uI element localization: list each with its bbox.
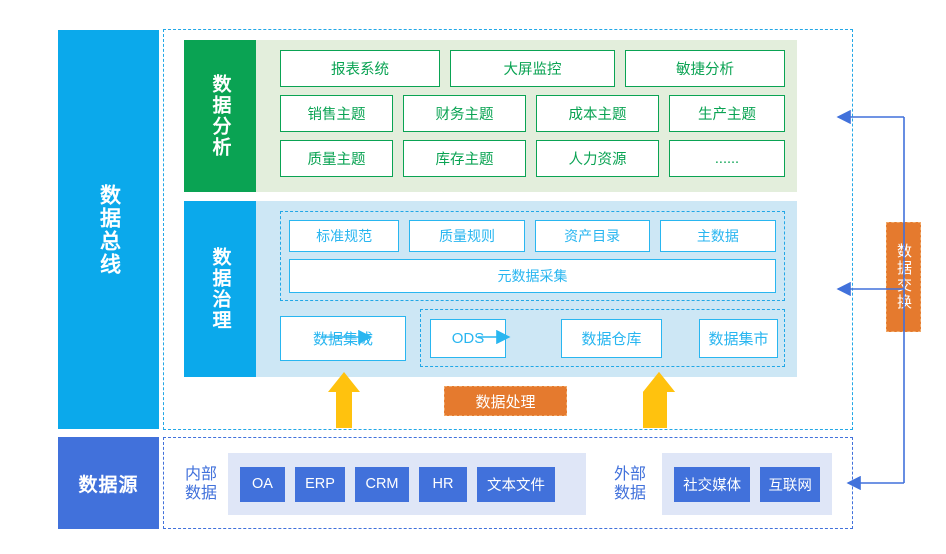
data-bus-label: 数据总线	[97, 183, 121, 276]
data-analysis-label-text: 数据分析	[209, 74, 231, 158]
governance-item-master-data[interactable]: 主数据	[659, 220, 776, 252]
analysis-item-report-system[interactable]: 报表系统	[280, 50, 440, 87]
analysis-grid: 报表系统 大屏监控 敏捷分析 销售主题 财务主题 成本主题 生产主题 质量主题 …	[280, 50, 785, 185]
governance-item-quality-rules[interactable]: 质量规则	[409, 220, 525, 252]
data-governance-label: 数据治理	[184, 201, 256, 377]
analysis-item-sales-topic[interactable]: 销售主题	[280, 95, 393, 132]
analysis-row: 销售主题 财务主题 成本主题 生产主题	[280, 95, 785, 132]
pipeline-item-data-warehouse[interactable]: 数据仓库	[561, 319, 662, 358]
source-chip-hr[interactable]: HR	[419, 466, 467, 502]
data-bus-rail: 数据总线	[58, 30, 159, 429]
data-analysis-label: 数据分析	[184, 40, 256, 192]
governance-row: 标准规范 质量规则 资产目录 主数据	[281, 212, 784, 252]
source-chip-erp[interactable]: ERP	[295, 466, 345, 502]
data-governance-band: 标准规范 质量规则 资产目录 主数据 元数据采集 数据集成 ODS 数据仓库 数…	[184, 201, 797, 377]
data-exchange-badge: 数据交换	[886, 222, 921, 332]
internal-data-chip-band: OA ERP CRM HR 文本文件	[228, 453, 586, 515]
data-analysis-band: 报表系统 大屏监控 敏捷分析 销售主题 财务主题 成本主题 生产主题 质量主题 …	[184, 40, 797, 192]
governance-item-standard-spec[interactable]: 标准规范	[289, 220, 400, 252]
external-data-label: 外部 数据	[601, 455, 659, 513]
external-data-chip-band: 社交媒体 互联网	[662, 453, 832, 515]
analysis-item-human-resources[interactable]: 人力资源	[536, 140, 659, 177]
internal-data-label-line2: 数据	[184, 485, 217, 502]
source-chip-text-file[interactable]: 文本文件	[477, 466, 555, 502]
data-source-rail: 数据源	[58, 437, 159, 529]
analysis-item-more[interactable]: ......	[669, 140, 785, 177]
analysis-item-quality-topic[interactable]: 质量主题	[280, 140, 393, 177]
analysis-item-finance-topic[interactable]: 财务主题	[403, 95, 526, 132]
source-chip-social-media[interactable]: 社交媒体	[674, 466, 751, 502]
external-data-label-line1: 外部	[613, 466, 646, 483]
analysis-item-inventory-topic[interactable]: 库存主题	[403, 140, 526, 177]
analysis-item-cost-topic[interactable]: 成本主题	[536, 95, 659, 132]
data-governance-label-text: 数据治理	[209, 247, 231, 331]
data-processing-badge: 数据处理	[444, 386, 567, 416]
platform-container	[163, 29, 853, 430]
pipeline-item-ods[interactable]: ODS	[430, 319, 506, 358]
analysis-row: 报表系统 大屏监控 敏捷分析	[280, 50, 785, 87]
analysis-item-production-topic[interactable]: 生产主题	[669, 95, 785, 132]
external-data-label-line2: 数据	[613, 485, 646, 502]
source-chip-crm[interactable]: CRM	[355, 466, 409, 502]
governance-standards-group: 标准规范 质量规则 资产目录 主数据 元数据采集	[280, 211, 785, 301]
governance-item-asset-catalog[interactable]: 资产目录	[534, 220, 650, 252]
internal-data-label: 内部 数据	[172, 455, 230, 513]
analysis-item-large-screen-monitor[interactable]: 大屏监控	[450, 50, 615, 87]
pipeline-item-data-mart[interactable]: 数据集市	[699, 319, 778, 358]
governance-item-metadata-collection[interactable]: 元数据采集	[289, 259, 776, 293]
source-chip-internet[interactable]: 互联网	[760, 466, 820, 502]
source-chip-oa[interactable]: OA	[240, 466, 285, 502]
analysis-row: 质量主题 库存主题 人力资源 ......	[280, 140, 785, 177]
data-source-rail-label: 数据源	[78, 474, 139, 496]
analysis-item-agile-analysis[interactable]: 敏捷分析	[625, 50, 785, 87]
governance-item-data-integration[interactable]: 数据集成	[280, 316, 406, 361]
governance-pipeline-group: ODS 数据仓库 数据集市	[420, 309, 785, 367]
internal-data-label-line1: 内部	[184, 466, 217, 483]
data-exchange-label: 数据交换	[895, 243, 912, 311]
